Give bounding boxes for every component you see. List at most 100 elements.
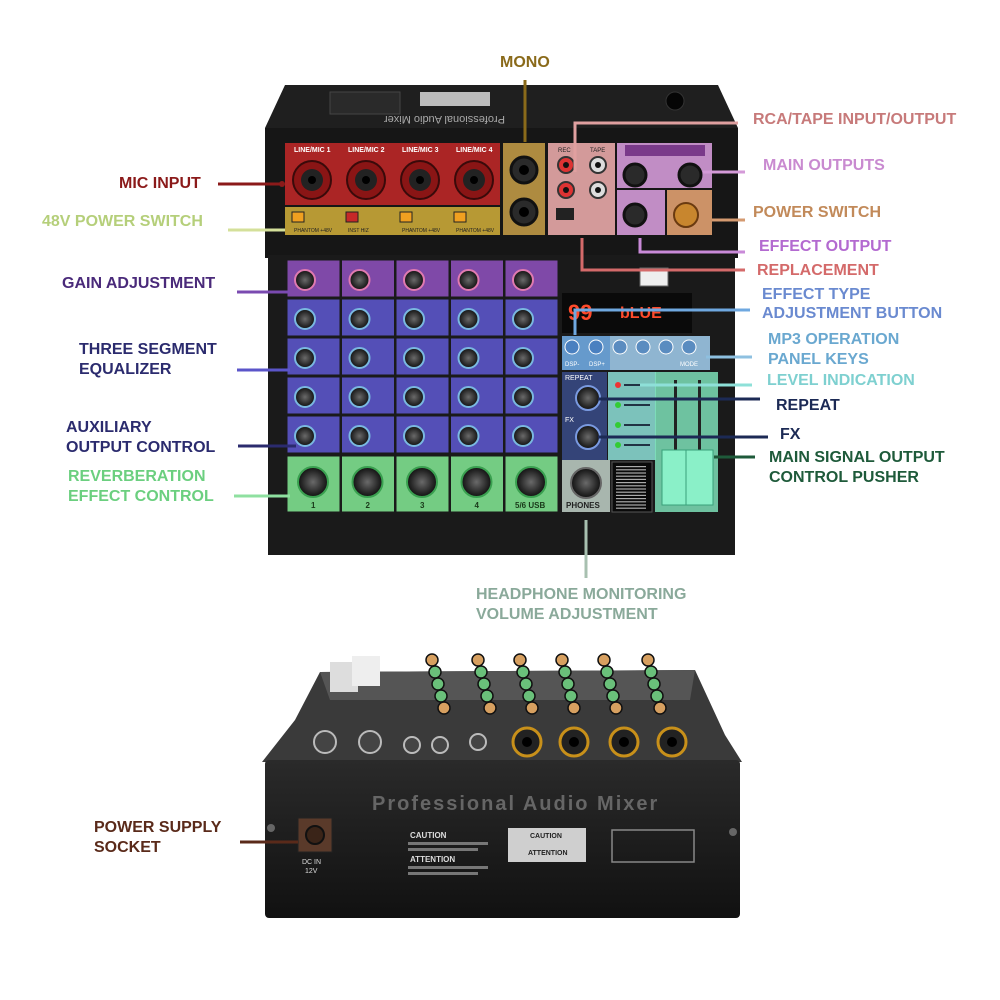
power-button[interactable] <box>673 202 699 228</box>
reverb-knob-3[interactable] <box>406 466 438 498</box>
back-knob-2-2[interactable] <box>474 665 488 679</box>
back-knob-3-5[interactable] <box>525 701 539 715</box>
back-knob-6-2[interactable] <box>644 665 658 679</box>
back-fader-2[interactable] <box>352 656 380 686</box>
phantom-switch-2[interactable] <box>345 211 359 223</box>
label-headphone-1: HEADPHONE MONITORING <box>476 586 687 603</box>
back-knob-1-4[interactable] <box>434 689 448 703</box>
eq-knob-2-3[interactable] <box>348 386 371 408</box>
usb-slot[interactable] <box>639 267 669 287</box>
label-power-switch: POWER SWITCH <box>753 204 881 221</box>
phantom-switch-1[interactable] <box>291 211 305 223</box>
phones-volume-knob[interactable] <box>570 467 602 499</box>
back-xlr-hole-2 <box>569 737 579 747</box>
aux-knob-1[interactable] <box>294 425 316 447</box>
eq-knob-2-1[interactable] <box>348 308 371 330</box>
eq-knob-4-2[interactable] <box>457 347 480 369</box>
back-knob-6-3[interactable] <box>647 677 661 691</box>
back-knob-4-5[interactable] <box>567 701 581 715</box>
channel-name-2: LINE/MIC 2 <box>348 147 385 154</box>
eq-knob-2-2[interactable] <box>348 347 371 369</box>
back-knob-4-2[interactable] <box>558 665 572 679</box>
aux-knob-4[interactable] <box>457 425 480 447</box>
back-jack-4[interactable] <box>431 736 449 754</box>
label-eq-2: EQUALIZER <box>79 361 172 378</box>
dsp-plus-button[interactable] <box>588 339 604 355</box>
main-out-r-jack[interactable] <box>677 162 703 188</box>
back-knob-5-4[interactable] <box>606 689 620 703</box>
aux-knob-2[interactable] <box>348 425 371 447</box>
back-knob-1-3[interactable] <box>431 677 445 691</box>
back-knob-5-2[interactable] <box>600 665 614 679</box>
gain-knob-1[interactable] <box>294 269 316 291</box>
reverb-knob-5[interactable] <box>515 466 547 498</box>
next-button[interactable] <box>635 339 651 355</box>
dc-socket[interactable] <box>305 825 325 845</box>
eq-knob-5-2[interactable] <box>512 347 534 369</box>
eq-knob-3-1[interactable] <box>403 308 425 330</box>
eq-knob-5-3[interactable] <box>512 386 534 408</box>
reverb-knob-1[interactable] <box>297 466 329 498</box>
gain-knob-4[interactable] <box>457 269 480 291</box>
back-jack-5[interactable] <box>469 733 487 751</box>
label-effect-output: EFFECT OUTPUT <box>759 238 892 255</box>
fx-knob[interactable] <box>575 424 601 450</box>
strip-label-3: 3 <box>420 501 425 510</box>
eq-knob-1-3[interactable] <box>294 386 316 408</box>
back-knob-5-3[interactable] <box>603 677 617 691</box>
back-knob-3-1[interactable] <box>513 653 527 667</box>
reverb-knob-2[interactable] <box>351 466 384 498</box>
main-fader-left[interactable] <box>661 449 690 506</box>
back-knob-3-4[interactable] <box>522 689 536 703</box>
back-knob-2-3[interactable] <box>477 677 491 691</box>
prev-button[interactable] <box>612 339 628 355</box>
back-knob-4-1[interactable] <box>555 653 569 667</box>
label-repeat: REPEAT <box>776 397 840 414</box>
back-knob-1-1[interactable] <box>425 653 439 667</box>
main-out-l-jack[interactable] <box>622 162 648 188</box>
svg-text:ATTENTION: ATTENTION <box>528 850 568 857</box>
back-knob-6-4[interactable] <box>650 689 664 703</box>
back-knob-4-3[interactable] <box>561 677 575 691</box>
eq-knob-5-1[interactable] <box>512 308 534 330</box>
back-knob-2-5[interactable] <box>483 701 497 715</box>
main-fader-right[interactable] <box>685 449 714 506</box>
back-knob-4-4[interactable] <box>564 689 578 703</box>
aux-knob-3[interactable] <box>403 425 425 447</box>
level-led-2 <box>615 402 621 408</box>
back-knob-2-1[interactable] <box>471 653 485 667</box>
eq-knob-1-1[interactable] <box>294 308 316 330</box>
back-knob-3-2[interactable] <box>516 665 530 679</box>
gain-knob-2[interactable] <box>348 269 371 291</box>
mode-button[interactable] <box>681 339 697 355</box>
eq-knob-1-2[interactable] <box>294 347 316 369</box>
gain-knob-3[interactable] <box>403 269 425 291</box>
effect-display <box>562 293 692 333</box>
phantom-switch-4[interactable] <box>453 211 467 223</box>
repeat-knob[interactable] <box>575 385 601 411</box>
back-knob-5-1[interactable] <box>597 653 611 667</box>
phones-jack[interactable] <box>622 202 648 228</box>
back-jack-1[interactable] <box>313 730 337 754</box>
aux-knob-5[interactable] <box>512 425 534 447</box>
dsp-buttons: DSP-DSP+MODE <box>564 339 698 368</box>
back-knob-2-4[interactable] <box>480 689 494 703</box>
dsp-minus-button[interactable] <box>564 339 580 355</box>
eq-knob-4-3[interactable] <box>457 386 480 408</box>
reverb-knob-4[interactable] <box>460 466 493 498</box>
back-knob-6-1[interactable] <box>641 653 655 667</box>
eq-knob-3-2[interactable] <box>403 347 425 369</box>
back-knob-5-5[interactable] <box>609 701 623 715</box>
back-jack-2[interactable] <box>358 730 382 754</box>
ch56-switch[interactable] <box>556 208 574 220</box>
back-jack-3[interactable] <box>403 736 421 754</box>
back-knob-3-3[interactable] <box>519 677 533 691</box>
gain-knob-5[interactable] <box>512 269 534 291</box>
phantom-switch-3[interactable] <box>399 211 413 223</box>
play-pause-button[interactable] <box>658 339 674 355</box>
back-knob-6-5[interactable] <box>653 701 667 715</box>
back-knob-1-2[interactable] <box>428 665 442 679</box>
back-knob-1-5[interactable] <box>437 701 451 715</box>
eq-knob-4-1[interactable] <box>457 308 480 330</box>
eq-knob-3-3[interactable] <box>403 386 425 408</box>
